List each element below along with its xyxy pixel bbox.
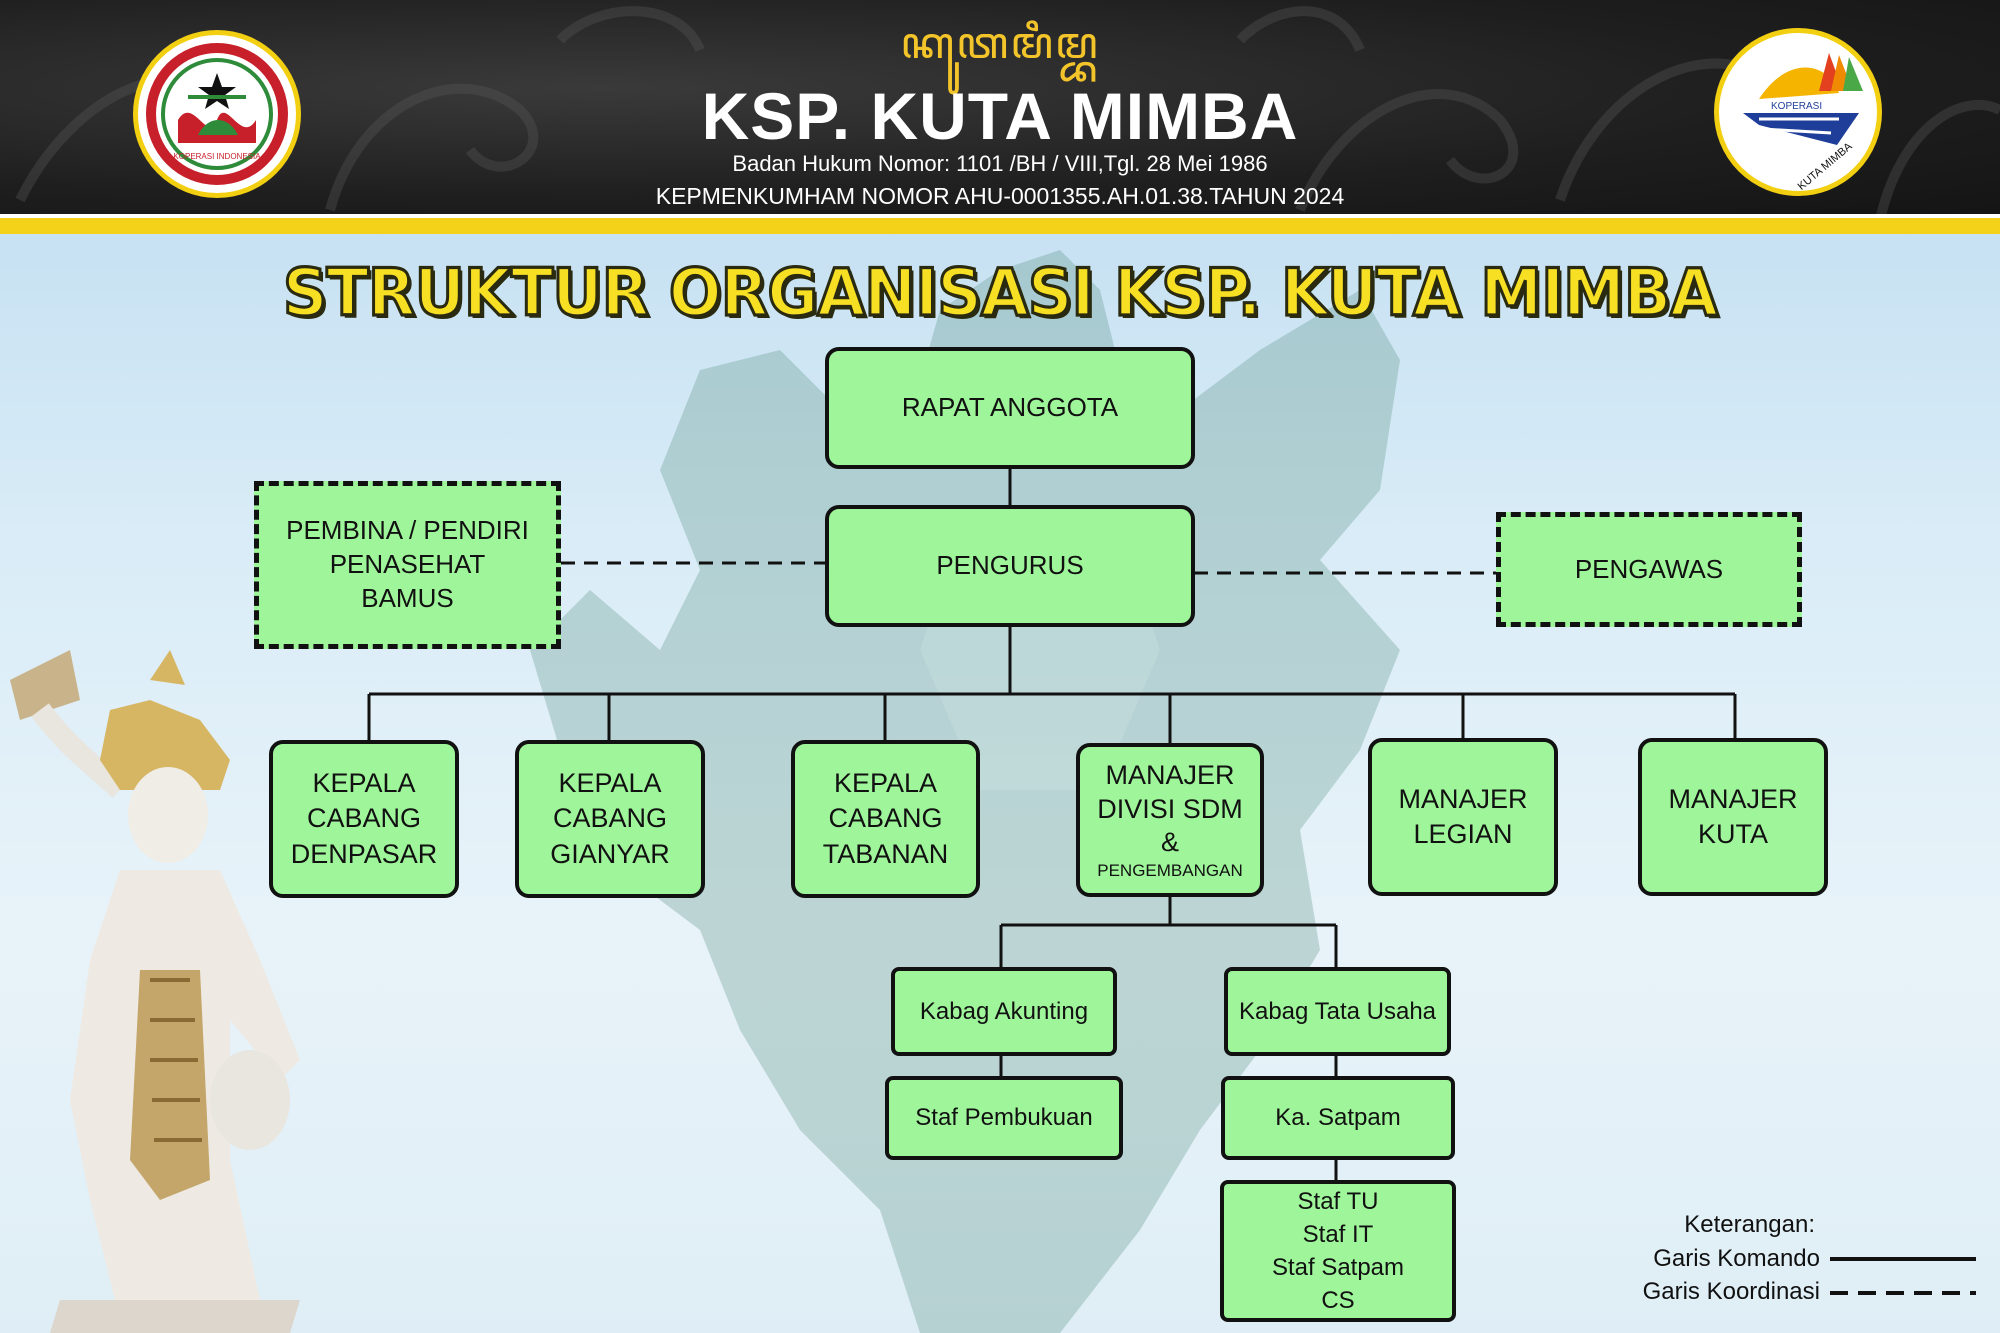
koperasi-indonesia-logo: KOPERASI INDONESIA — [133, 30, 301, 198]
node-kabag-akunting: Kabag Akunting — [891, 967, 1117, 1056]
balinese-dancer-statue-image — [10, 650, 300, 1333]
legend-koordinasi-label: Garis Koordinasi — [1642, 1278, 1820, 1305]
node-pembina: PEMBINA / PENDIRI PENASEHAT BAMUS — [254, 481, 561, 649]
header-legal-entity-text: Badan Hukum Nomor: 1101 /BH / VIII,Tgl. … — [732, 151, 1268, 176]
legend-title: Keterangan: — [1684, 1211, 1815, 1238]
node-kabag-tata-usaha: Kabag Tata Usaha — [1224, 967, 1451, 1056]
kuta-mimba-emblem-icon: KOPERASI KUTA MIMBA — [1743, 53, 1863, 193]
node-pengurus: PENGURUS — [825, 505, 1195, 627]
header-decree-text: KEPMENKUMHAM NOMOR AHU-0001355.AH.01.38.… — [655, 183, 1345, 209]
node-kepala-cabang-denpasar: KEPALA CABANG DENPASAR — [269, 740, 459, 898]
node-rapat-anggota: RAPAT ANGGOTA — [825, 347, 1195, 469]
header-banner — [0, 0, 2000, 220]
node-manajer-divisi-sdm-label: MANAJER DIVISI SDM & — [1097, 759, 1243, 858]
node-manajer-legian: MANAJER LEGIAN — [1368, 738, 1558, 896]
legend-komando-label: Garis Komando — [1653, 1245, 1820, 1272]
header-yellow-stripe — [0, 218, 2000, 234]
node-manajer-divisi-sdm-sublabel: PENGEMBANGAN — [1097, 861, 1243, 880]
node-manajer-kuta: MANAJER KUTA — [1638, 738, 1828, 896]
logo-left-text: KOPERASI INDONESIA — [173, 152, 261, 161]
header-white-line — [0, 214, 2000, 218]
chart-title: STRUKTUR ORGANISASI KSP. KUTA MIMBA — [281, 253, 1719, 333]
node-staf-group: Staf TU Staf IT Staf Satpam CS — [1220, 1180, 1456, 1322]
node-ka-satpam: Ka. Satpam — [1221, 1076, 1455, 1160]
node-kepala-cabang-gianyar: KEPALA CABANG GIANYAR — [515, 740, 705, 898]
node-staf-pembukuan: Staf Pembukuan — [885, 1076, 1123, 1160]
node-kepala-cabang-tabanan: KEPALA CABANG TABANAN — [791, 740, 980, 898]
logo-right-text-koperasi: KOPERASI — [1771, 101, 1822, 112]
header-title: KSP. KUTA MIMBA — [701, 79, 1299, 153]
ksp-kuta-mimba-logo: KOPERASI KUTA MIMBA — [1714, 28, 1882, 196]
node-manajer-divisi-sdm: MANAJER DIVISI SDM & PENGEMBANGAN — [1076, 743, 1264, 897]
koperasi-emblem-icon: KOPERASI INDONESIA — [146, 43, 288, 185]
node-pengawas: PENGAWAS — [1496, 512, 1802, 627]
balinese-script-title: ꦏꦸꦠꦩꦶꦩ꧀ꦧ — [900, 18, 1100, 69]
